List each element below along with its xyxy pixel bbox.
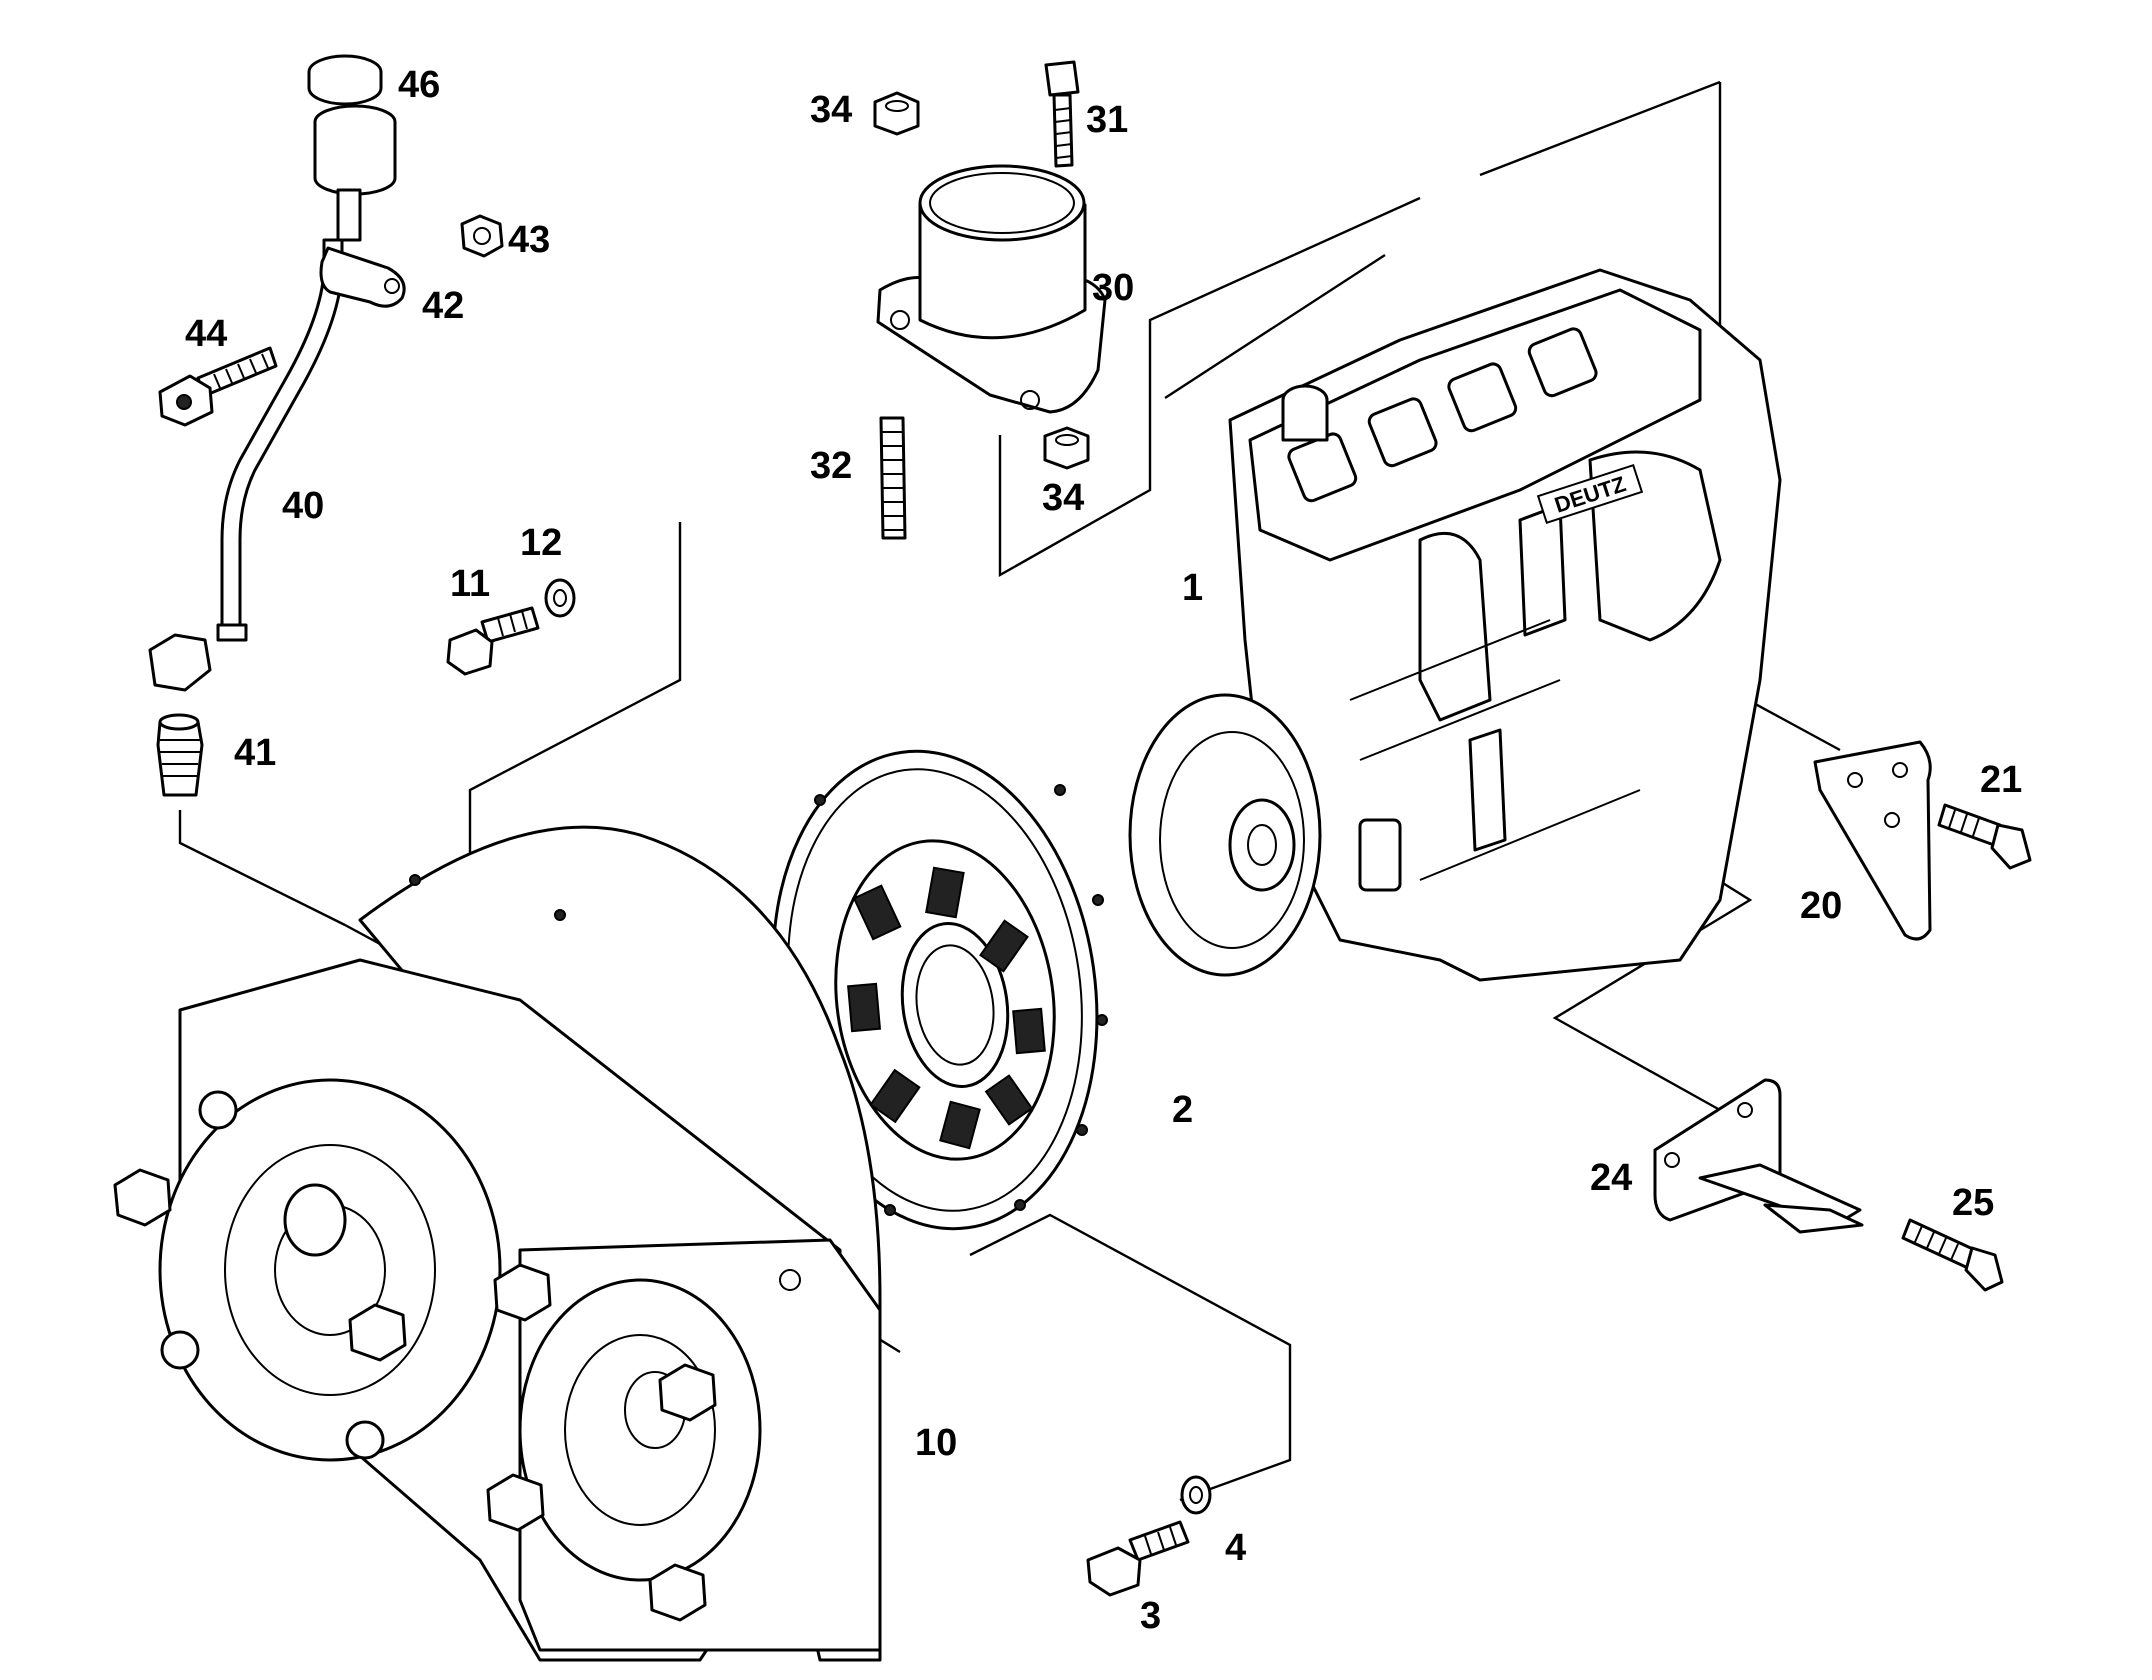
part-10-gearbox [113,825,882,1662]
part-32-stud [879,416,907,540]
part-20-bracket [1813,740,1932,941]
callout-32: 32 [810,445,852,487]
callout-1: 1 [1182,567,1203,609]
part-21-bolt [1937,803,2032,870]
callout-41: 41 [234,732,276,774]
callout-46: 46 [398,64,440,106]
callout-10: 10 [915,1422,957,1464]
part-34-nut-bottom [1043,426,1090,470]
part-12-washer [544,578,576,618]
callout-3: 3 [1140,1595,1161,1637]
callout-43: 43 [508,219,550,261]
part-11-bolt [446,606,540,676]
callout-31: 31 [1086,99,1128,141]
callout-21: 21 [1980,759,2022,801]
callout-labels: 46 43 42 44 40 41 12 11 34 31 30 32 34 1… [185,64,2022,1637]
part-24-mount-bracket [1653,1078,1864,1234]
part-25-bolt [1901,1218,2004,1292]
callout-2: 2 [1172,1089,1193,1131]
callout-12: 12 [520,522,562,564]
part-44-bolt [158,346,278,427]
part-34-nut-top [873,91,920,136]
callout-44: 44 [185,313,227,355]
part-4-washer [1180,1475,1212,1515]
part-3-bolt [1086,1520,1190,1597]
part-46-cap [307,54,383,106]
callout-34-top: 34 [810,89,852,131]
callout-42: 42 [422,285,464,327]
callout-24: 24 [1590,1157,1632,1199]
callout-40: 40 [282,485,324,527]
part-31-bolt [1044,60,1080,168]
callout-11: 11 [450,563,490,605]
part-42-clamp [319,246,406,308]
callout-4: 4 [1225,1527,1246,1569]
part-1-engine: DEUTZ [1128,268,1782,982]
callout-34-bottom: 34 [1042,477,1084,519]
callout-30: 30 [1092,267,1134,309]
part-30-housing [876,164,1107,414]
callout-20: 20 [1800,885,1842,927]
callout-25: 25 [1952,1182,1994,1224]
part-41-fitting [156,713,204,797]
part-43-nut [460,214,504,258]
part-40-pipe [148,104,397,692]
